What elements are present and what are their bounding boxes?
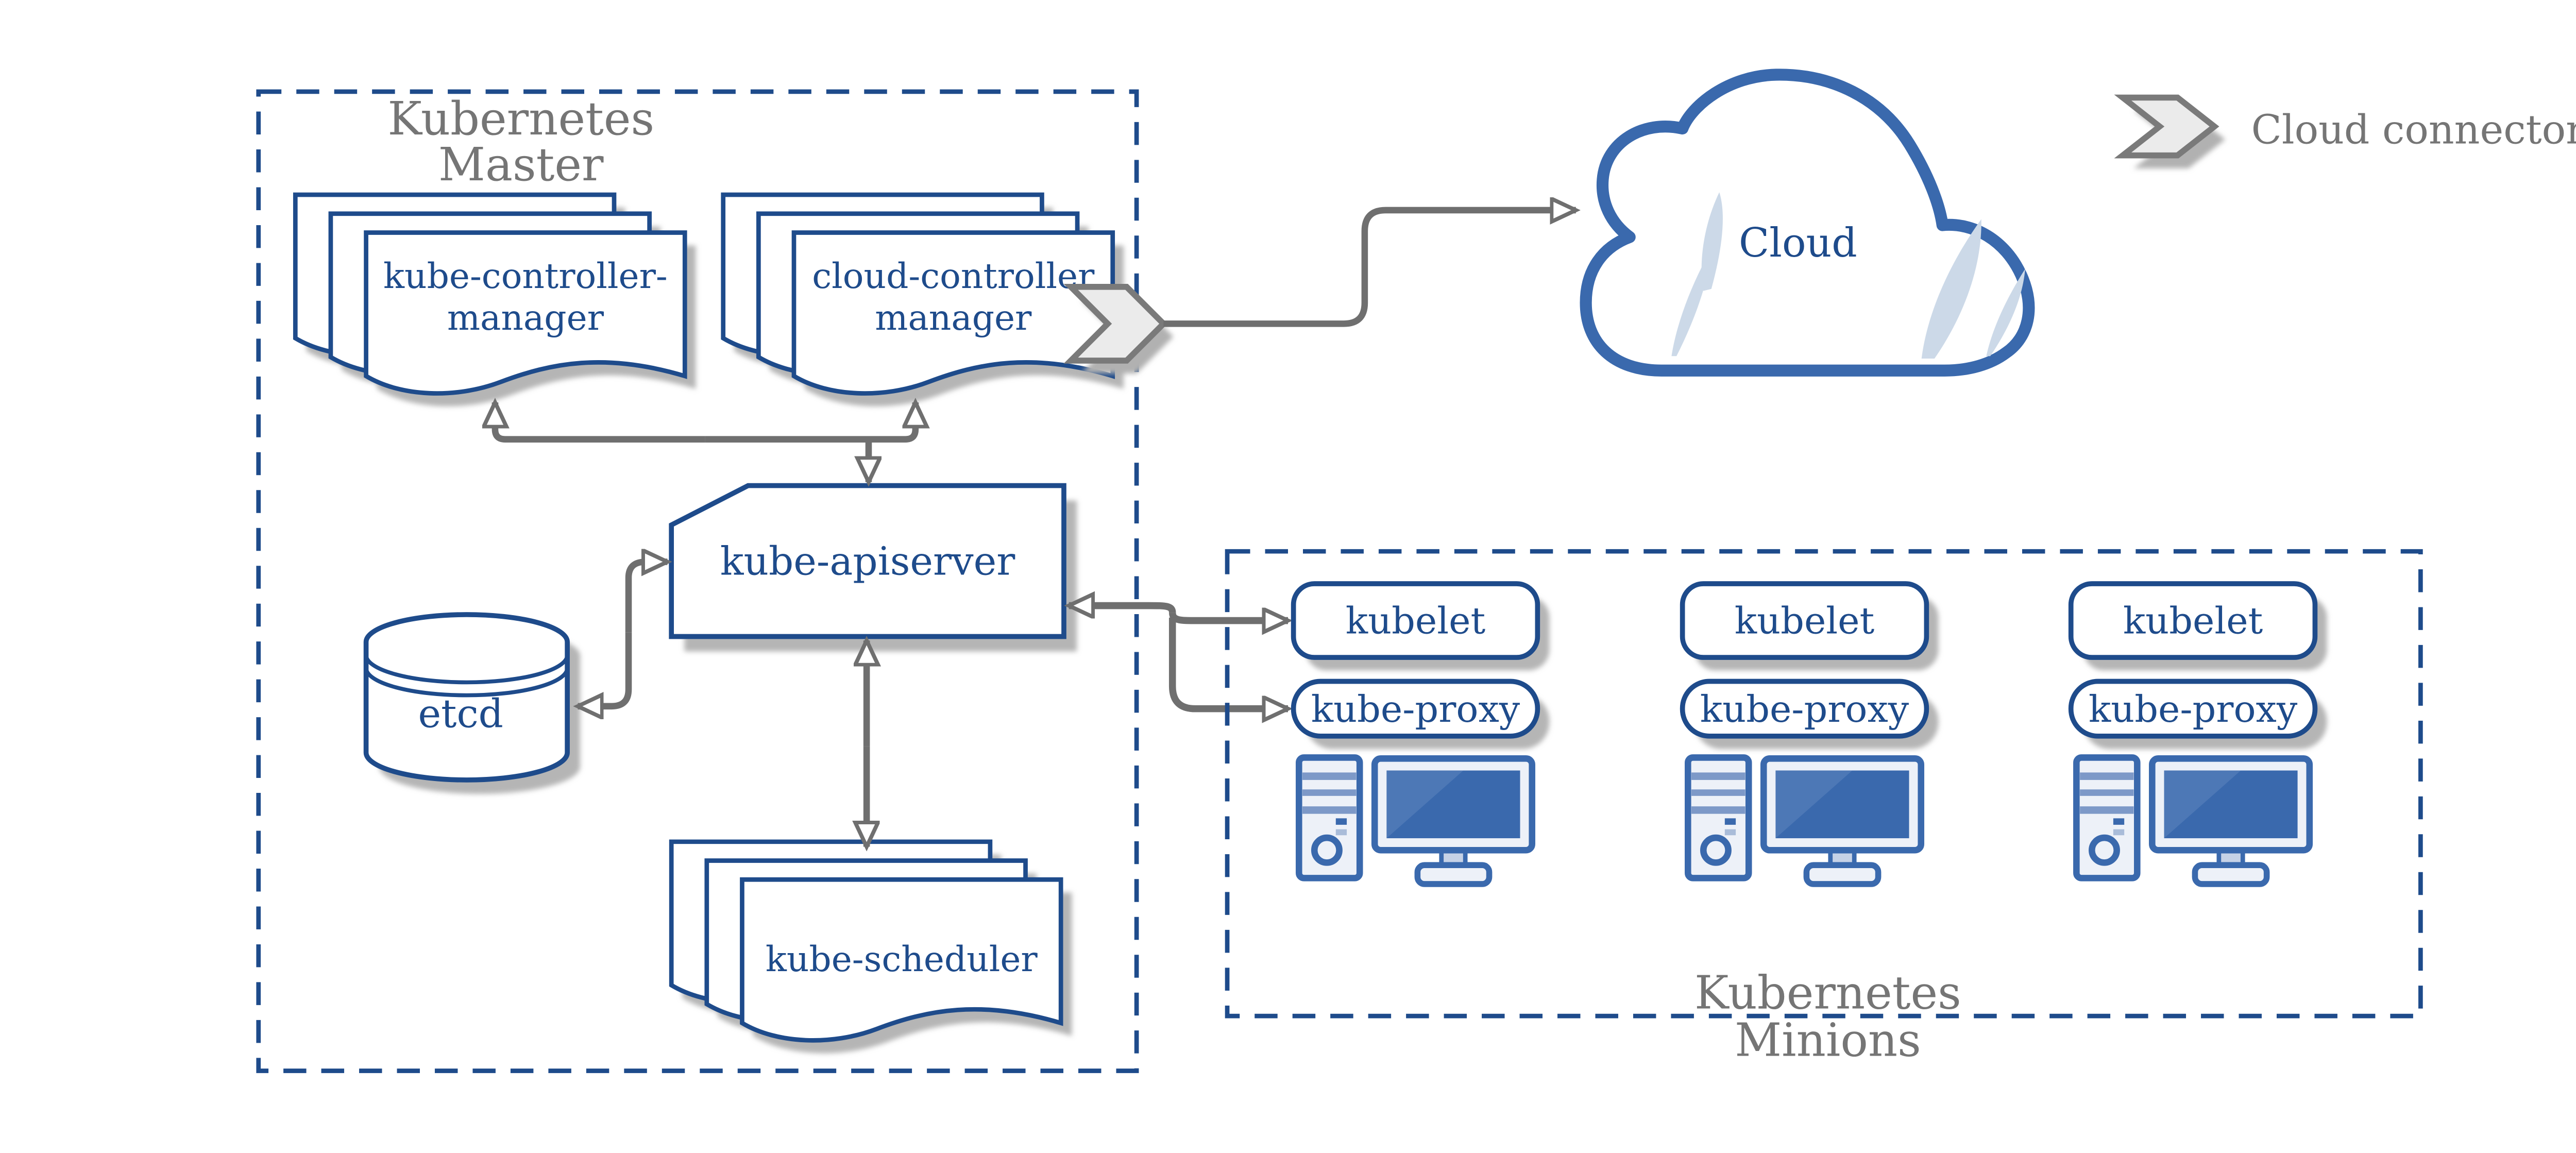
- kubernetes-minions-label: Kubernetes Minions: [1694, 966, 1961, 1067]
- kubelet-node: [2068, 581, 2318, 660]
- diagram-page: Kubernetes Master kube-controller- manag…: [256, 69, 2576, 1073]
- arrow-ccm-to-cloud: [1163, 210, 1575, 327]
- kube-apiserver-node: kube-apiserver: [669, 483, 1077, 652]
- cloud-connector-legend-label: Cloud connector: [2251, 107, 2576, 153]
- etcd-label: etcd: [418, 691, 503, 736]
- etcd-node: etcd: [363, 612, 581, 794]
- kube-proxy-node: [2068, 679, 2318, 739]
- computer-icon: [1299, 757, 1532, 884]
- computer-icon: [2076, 757, 2309, 884]
- minions-label-line1: Kubernetes: [1694, 966, 1961, 1020]
- minion-column-2: kubelet kube-proxy: [1680, 581, 1939, 884]
- kube-apiserver-label: kube-apiserver: [720, 539, 1015, 584]
- minions-label-line2: Minions: [1735, 1013, 1921, 1066]
- kubernetes-minions-box: [1225, 549, 2423, 1019]
- arrow-apiserver-to-etcd: [578, 632, 632, 706]
- kubernetes-architecture-diagram: Kubernetes Master kube-controller- manag…: [256, 69, 2576, 1073]
- kubelet-node: [1291, 581, 1540, 660]
- kube-proxy-label: kube-proxy: [2089, 688, 2298, 731]
- cloud-connector-legend: Cloud connector: [2114, 94, 2576, 168]
- minion-column-3: kubelet kube-proxy: [2068, 581, 2327, 884]
- kubelet-label: kubelet: [1346, 600, 1486, 642]
- kube-proxy-label: kube-proxy: [1311, 688, 1520, 731]
- arrows: [495, 210, 1576, 846]
- cloud-controller-manager-label-line1: cloud-controller: [812, 256, 1095, 296]
- kube-scheduler-label: kube-scheduler: [766, 939, 1038, 979]
- kube-proxy-node: [1680, 679, 1929, 739]
- arrow-etcd-to-apiserver: [625, 562, 667, 633]
- kubelet-node: [1680, 581, 1929, 660]
- kube-proxy-label: kube-proxy: [1700, 688, 1909, 731]
- kubernetes-master-box: [256, 89, 1139, 1073]
- arrow-apiserver-to-kubelet: [1168, 613, 1288, 620]
- kube-controller-manager-node: kube-controller- manager: [295, 195, 696, 406]
- cloud-glare-4: [1986, 269, 2025, 357]
- cloud-glare-2: [1671, 249, 1711, 357]
- cloud-icon: Cloud: [1580, 69, 2035, 377]
- kube-proxy-node: [1291, 679, 1540, 739]
- kube-controller-manager-label-line1: kube-controller-: [383, 256, 668, 296]
- master-label-line2: Master: [438, 138, 604, 191]
- kube-scheduler-node: kube-scheduler: [671, 842, 1072, 1054]
- cloud-connector-legend-icon: [2114, 94, 2219, 159]
- arrow-minions-to-apiserver: [1069, 606, 1176, 613]
- cloud-controller-manager-label-line2: manager: [875, 297, 1032, 338]
- computer-icon: [1688, 757, 1921, 884]
- master-label-line1: Kubernetes: [387, 92, 654, 145]
- minion-column-1: kubelet kube-proxy: [1291, 581, 1550, 884]
- kubelet-label: kubelet: [1735, 600, 1875, 642]
- cloud-label: Cloud: [1739, 220, 1857, 266]
- cloud-glare-3: [1921, 219, 1981, 359]
- cloud-connector-icon: [1063, 284, 1174, 374]
- cloud-controller-manager-node: cloud-controller manager: [723, 195, 1124, 406]
- kubelet-label: kubelet: [2123, 600, 2263, 642]
- kube-controller-manager-label-line2: manager: [447, 297, 604, 338]
- arrow-apiserver-to-kube-proxy: [1168, 617, 1288, 709]
- kubernetes-master-label: Kubernetes Master: [387, 92, 654, 191]
- arrow-apiserver-to-kube-controller-manager: [495, 402, 705, 443]
- arrow-apiserver-to-cloud-controller-manager: [705, 402, 916, 443]
